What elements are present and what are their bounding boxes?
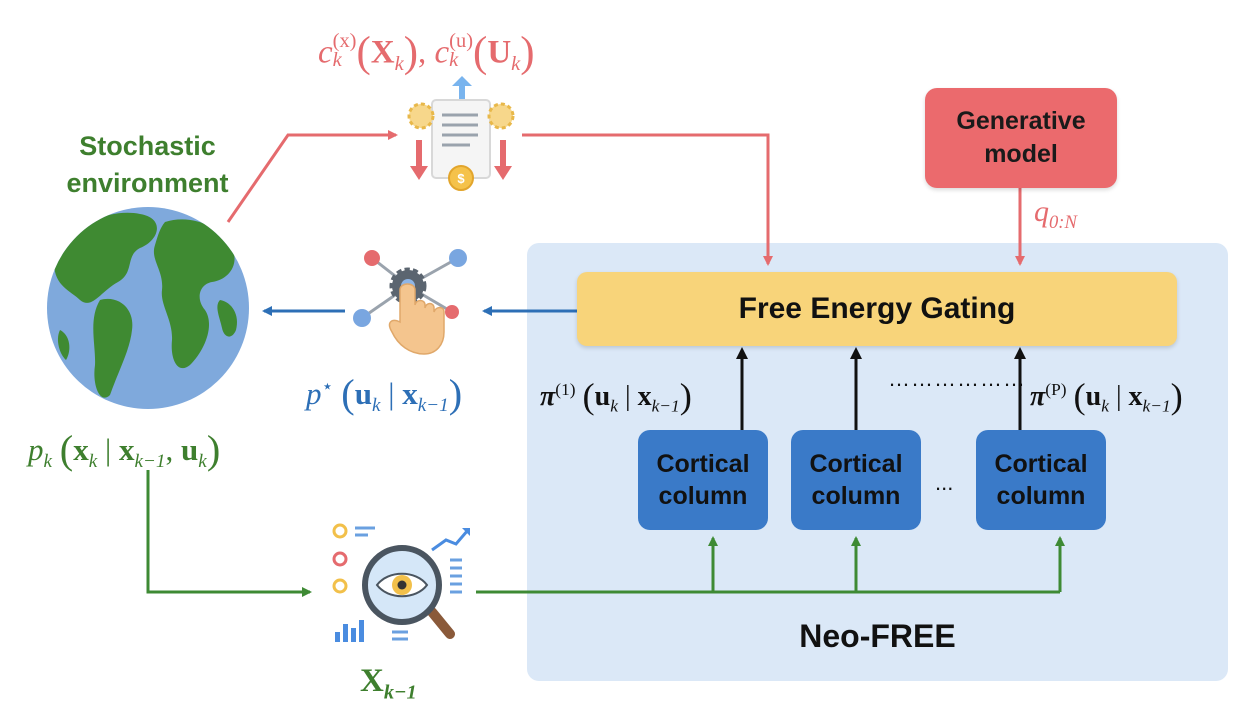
environment-label: Stochastic environment: [45, 128, 250, 202]
cortical-column-3: Cortical column: [976, 430, 1106, 530]
free-energy-gating-label: Free Energy Gating: [738, 292, 1016, 325]
observation-label: Xk−1: [360, 663, 417, 704]
observation-analytics-icon: [332, 523, 470, 642]
environment-label-line2: environment: [66, 168, 229, 198]
cortical-column-2-line2: column: [811, 482, 901, 510]
svg-text:$: $: [457, 171, 465, 186]
globe-icon: [47, 207, 249, 409]
generative-model-box: Generative model: [925, 88, 1117, 188]
cortical-column-3-line2: column: [996, 482, 1086, 510]
cortical-column-3-line1: Cortical: [994, 450, 1088, 478]
cortical-column-2: Cortical column: [791, 430, 921, 530]
env-to-observation-arrow: [146, 470, 312, 597]
optimal-policy-label: p⋆ (uk | xk−1): [306, 371, 463, 416]
generative-model-line1: Generative: [956, 107, 1086, 135]
columns-dotted-separator: ………………: [888, 366, 1026, 391]
cortical-column-1: Cortical column: [638, 430, 768, 530]
columns-ellipsis: ...: [935, 470, 954, 495]
env-to-cost-arrow: [226, 130, 398, 223]
policy-p-label: π(P) (uk | xk−1): [1030, 376, 1183, 416]
cortical-column-1-line1: Cortical: [656, 450, 750, 478]
generative-model-q-label: q0:N: [1034, 195, 1077, 233]
environment-label-line1: Stochastic: [79, 131, 216, 161]
cortical-column-1-line2: column: [658, 482, 748, 510]
cost-to-gating-arrow: [522, 133, 773, 266]
cortical-column-2-line1: Cortical: [809, 450, 903, 478]
policy-1-label: π(1) (uk | xk−1): [540, 376, 692, 416]
action-network-icon: [353, 249, 467, 355]
environment-transition-label: pk (xk | xk−1, uk): [28, 427, 221, 472]
neo-free-title: Neo-FREE: [799, 618, 956, 654]
generative-model-line2: model: [984, 140, 1058, 168]
free-energy-gating-box: Free Energy Gating: [577, 272, 1177, 346]
cost-functions-label: c(x)k(Xk), c(u)k(Uk): [318, 29, 535, 76]
cost-document-icon: $: [407, 76, 515, 191]
